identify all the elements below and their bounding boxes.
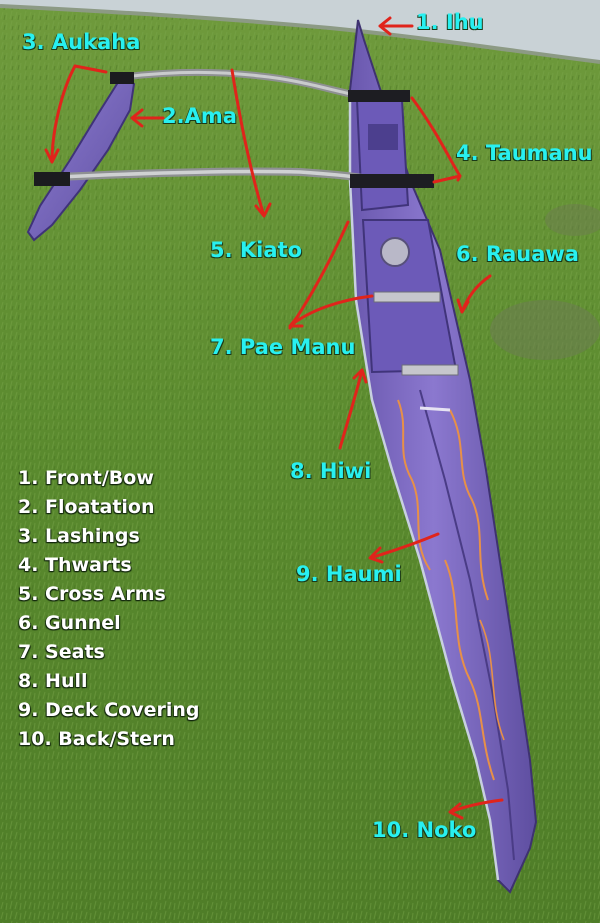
seat [401, 364, 459, 376]
label-pae-manu: 7. Pae Manu [210, 335, 356, 359]
seat [373, 291, 441, 303]
legend-item: 6. Gunnel [18, 612, 121, 634]
arrow-haumi [368, 532, 440, 564]
legend-item: 8. Hull [18, 670, 88, 692]
cockpit-front [355, 99, 410, 212]
label-taumanu: 4. Taumanu [456, 141, 593, 165]
seat [368, 124, 398, 150]
legend-item: 1. Front/Bow [18, 467, 154, 489]
legend-item: 7. Seats [18, 641, 105, 663]
arrow-rauawa [456, 274, 492, 314]
legend: 1. Front/Bow 2. Floatation 3. Lashings 4… [18, 464, 200, 754]
thwart [348, 90, 410, 102]
flame-decal [397, 399, 431, 571]
label-aukaha: 3. Aukaha [22, 30, 141, 54]
lashing [34, 172, 70, 186]
arrow-ama [130, 108, 165, 128]
label-noko: 10. Noko [372, 818, 477, 842]
hull-ridge [419, 389, 515, 861]
legend-item: 3. Lashings [18, 525, 140, 547]
label-haumi: 9. Haumi [296, 562, 402, 586]
dirt-patch [545, 204, 600, 236]
water [0, 0, 600, 62]
ama-float [26, 74, 136, 242]
legend-item: 5. Cross Arms [18, 583, 166, 605]
flame-decal [449, 409, 489, 601]
arrow-pae-manu-2 [288, 294, 374, 328]
label-ama: 2.Ama [162, 104, 237, 128]
inspection-port [380, 237, 410, 267]
label-rauawa: 6. Rauawa [456, 242, 579, 266]
gunnel-edge [348, 90, 500, 881]
legend-item: 10. Back/Stern [18, 728, 175, 750]
cross-arms [34, 68, 434, 188]
cross-arm-front [114, 70, 362, 98]
label-hiwi: 8. Hiwi [290, 459, 372, 483]
shoreline [0, 4, 600, 64]
annotation-arrows [44, 16, 504, 820]
arrow-noko [448, 798, 504, 820]
legend-item: 2. Floatation [18, 496, 155, 518]
arrow-hiwi [338, 368, 368, 450]
cross-arm-rear [36, 169, 364, 180]
canoe-hull [348, 19, 538, 894]
label-kiato: 5. Kiato [210, 238, 303, 262]
arrow-aukaha [44, 64, 108, 164]
label-ihu: 1. Ihu [416, 10, 484, 34]
arrow-ihu [378, 16, 414, 36]
legend-item: 9. Deck Covering [18, 699, 200, 721]
flame-decal [444, 559, 495, 781]
thwart [350, 174, 434, 188]
arrow-taumanu [410, 96, 462, 184]
arrow-kiato [230, 68, 272, 218]
lashing [110, 72, 134, 84]
legend-item: 4. Thwarts [18, 554, 132, 576]
flame-decal [479, 619, 505, 741]
dirt-patch [490, 300, 600, 360]
logo-decal [419, 406, 451, 412]
